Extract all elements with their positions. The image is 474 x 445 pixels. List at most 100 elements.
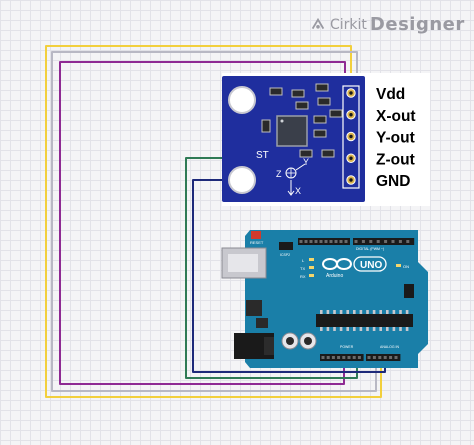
mounting-hole-bottom [228,166,256,194]
analog-header-pin[interactable] [394,356,398,359]
chip-leg [326,310,330,314]
pin-header [342,85,360,189]
y-axis-arrow [295,163,306,171]
pin-hole-x-out [349,113,353,117]
chip-leg [379,327,382,331]
pin-hole-gnd [349,178,353,182]
usb-chip [246,300,262,316]
chip-leg [359,310,363,314]
capacitors [281,332,317,350]
power-header-pin[interactable] [331,356,335,359]
silk-axis-z: Z [276,169,282,179]
cirkit-logo-icon [311,17,325,29]
uno-logo-frame [353,256,387,272]
logo-brand-text: Cirkit [330,16,367,33]
power-header-pin[interactable] [321,356,325,359]
chip-leg [333,310,336,314]
led-indicators [309,258,401,277]
analog-header-pin[interactable] [378,356,382,359]
chip-leg [392,327,396,331]
uno-logo-text: UNO [360,260,382,271]
smd-components [261,83,343,158]
silk-st-label: ST [256,150,269,161]
power-header-pin[interactable] [352,356,356,359]
digital-header-upper-pin[interactable] [339,240,343,243]
analog-header-pin[interactable] [383,356,387,359]
pin-hole-z-out [349,156,353,160]
chip-leg [372,327,376,331]
digital-header-upper-pin[interactable] [319,240,323,243]
led-rx-label: RX [300,274,306,279]
chip-leg [339,310,343,314]
digital-header-upper-pin[interactable] [304,240,308,243]
chip-leg [320,310,323,314]
chip-leg [386,310,389,314]
digital-header-lower-pin[interactable] [376,240,380,243]
power-header [320,354,364,361]
pin-label-z-out: Z-out [376,151,415,168]
digital-header-lower-pin[interactable] [361,240,365,243]
analog-header-pin[interactable] [389,356,393,359]
pin-hole-y-out [349,134,353,139]
chip-leg [346,327,349,331]
pin-label-x-out: X-out [376,108,416,125]
power-header-pin[interactable] [347,356,351,359]
chip-leg [333,327,336,331]
atmega-chip [316,314,413,327]
chip-leg [366,310,369,314]
led-l-label: L [302,258,305,263]
digital-header-upper-pin[interactable] [329,240,333,243]
chip-pin1-dot [280,119,284,123]
digital-header-lower-pin[interactable] [391,240,395,243]
chip-legs [320,310,409,331]
chip-leg [379,310,382,314]
chip-leg [320,327,323,331]
reset-label: RESET [250,240,264,245]
pin-label-gnd: GND [376,173,410,190]
chip-leg [353,327,356,331]
digital-header-upper-pin[interactable] [309,240,313,243]
power-header-pin[interactable] [357,356,361,359]
analog-header-label: ANALOG IN [380,345,400,349]
digital-header-lower-body [353,238,415,245]
chip-leg [339,327,343,331]
silk-axis-x: X [295,186,301,196]
digital-header-lower-pin[interactable] [398,240,402,243]
logo-product-text: Designer [369,14,465,35]
cirkit-designer-logo: Cirkit Designer [309,14,465,35]
analog-header-pin[interactable] [367,356,371,359]
digital-header-lower-pin[interactable] [369,240,373,243]
power-header-pin[interactable] [337,356,341,359]
digital-header-upper-pin[interactable] [299,240,303,243]
arduino-infinity-icon [322,258,352,270]
analog-header-pin[interactable] [372,356,376,359]
pin-label-vdd: Vdd [376,86,405,103]
analog-header-body [366,354,401,361]
digital-header-upper-body [298,238,350,245]
arduino-uno[interactable]: RESET DIGITAL (PWM ~) ICSP2 L TX RX ON U… [221,230,428,368]
digital-header-upper-pin[interactable] [344,240,348,243]
led-tx-label: TX [300,266,305,271]
digital-header-upper-pin[interactable] [324,240,328,243]
vdd-wire[interactable] [45,45,382,398]
digital-header-lower-pin[interactable] [354,240,358,243]
regulator [256,318,268,328]
arduino-brand-text: Arduino [326,273,343,279]
power-header-pin[interactable] [342,356,346,359]
digital-header-upper-pin[interactable] [314,240,318,243]
power-header-pin[interactable] [326,356,330,359]
chip-leg [399,310,402,314]
silk-axis-y: Y [303,157,309,167]
chip-leg [372,310,376,314]
chip-leg [386,327,389,331]
digital-header-lower-pin[interactable] [384,240,388,243]
digital-header-lower-pin[interactable] [406,240,410,243]
chip-leg [359,327,363,331]
icsp2-label: ICSP2 [280,253,290,257]
reset-button[interactable] [251,231,261,239]
digital-header-upper-pin[interactable] [334,240,338,243]
